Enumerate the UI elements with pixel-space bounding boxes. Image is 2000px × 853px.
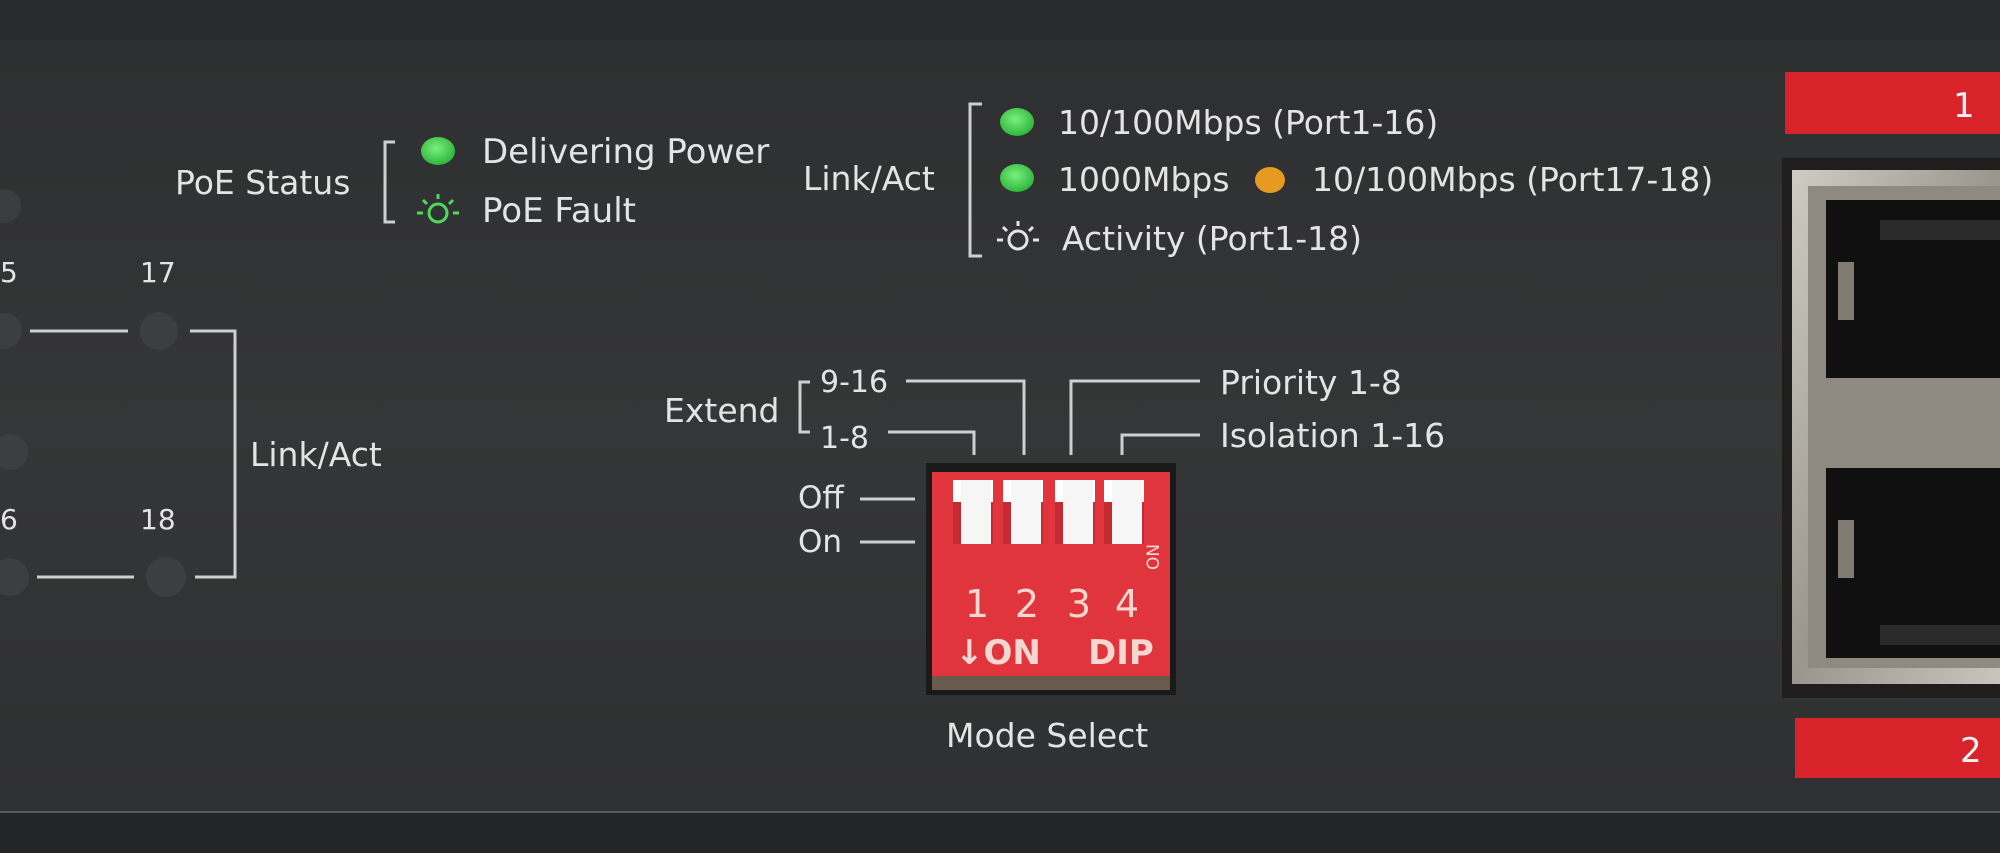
poe-status-title: PoE Status bbox=[175, 163, 350, 202]
link-row1-label: 10/100Mbps (Port1-16) bbox=[1058, 103, 1438, 142]
front-panel bbox=[0, 40, 2000, 812]
link-row2b-label: 10/100Mbps (Port17-18) bbox=[1312, 160, 1713, 199]
link-row2a-label: 1000Mbps bbox=[1058, 160, 1230, 199]
top-edge bbox=[0, 0, 2000, 42]
port-number-18: 18 bbox=[140, 503, 176, 536]
isolation-label: Isolation 1-16 bbox=[1220, 416, 1445, 455]
port-2-number: 2 bbox=[1960, 731, 1982, 771]
dip-side-on-label: ON bbox=[1144, 544, 1164, 570]
delivering-power-led-icon bbox=[421, 137, 455, 165]
extend-label: Extend bbox=[664, 391, 779, 430]
port-led-group: 5 17 6 18 Link/Act bbox=[0, 189, 382, 597]
port-led-17 bbox=[140, 312, 178, 350]
port-1-tag bbox=[1785, 72, 2000, 134]
bottom-edge bbox=[0, 812, 2000, 853]
dip-lever-2[interactable] bbox=[1003, 480, 1043, 544]
dip-lever-3[interactable] bbox=[1055, 480, 1095, 544]
port-led-6 bbox=[0, 558, 29, 596]
poe-fault-label: PoE Fault bbox=[482, 191, 636, 231]
link-row3-label: Activity (Port1-18) bbox=[1062, 219, 1362, 258]
dip-switch: 1 2 3 4 ↓ON DIP ON bbox=[926, 463, 1176, 695]
fast-ethernet-led-icon bbox=[1000, 108, 1034, 136]
dip-on-arrow-label: ↓ON bbox=[955, 633, 1041, 673]
port-number-6: 6 bbox=[0, 503, 18, 536]
port-1-number: 1 bbox=[1953, 86, 1975, 126]
dip-number-2: 2 bbox=[1015, 582, 1039, 626]
on-label: On bbox=[798, 524, 842, 560]
extend-9-16-label: 9-16 bbox=[820, 365, 888, 400]
mode-select-label: Mode Select bbox=[946, 716, 1148, 755]
uplink-orange-led-icon bbox=[1255, 167, 1285, 193]
port-led-18 bbox=[146, 557, 186, 597]
dip-lever-4[interactable] bbox=[1104, 480, 1144, 544]
dip-number-4: 4 bbox=[1115, 582, 1139, 626]
dip-lever-1[interactable] bbox=[953, 480, 993, 544]
priority-label: Priority 1-8 bbox=[1220, 363, 1402, 402]
off-label: Off bbox=[798, 480, 844, 516]
poe-status-legend: PoE Status Delivering Power PoE Fault bbox=[175, 132, 769, 231]
dip-text-label: DIP bbox=[1088, 633, 1154, 673]
dip-number-3: 3 bbox=[1067, 582, 1091, 626]
dip-number-1: 1 bbox=[965, 582, 989, 626]
gigabit-led-icon bbox=[1000, 164, 1034, 192]
link-act-title: Link/Act bbox=[803, 159, 935, 198]
port-number-17: 17 bbox=[140, 256, 176, 289]
port-led-middle bbox=[0, 434, 28, 470]
rj45-port-stack: 1 2 bbox=[1782, 72, 2000, 778]
port-2-tag bbox=[1795, 718, 2000, 778]
dip-label-group: Extend 9-16 1-8 Priority 1-8 Isolation 1… bbox=[664, 363, 1445, 755]
port-link-act-label: Link/Act bbox=[250, 435, 382, 474]
port-number-5: 5 bbox=[0, 256, 18, 289]
link-act-legend: Link/Act 10/100Mbps (Port1-16) 1000Mbps … bbox=[803, 102, 1713, 258]
port-led-5 bbox=[0, 313, 22, 349]
extend-1-8-label: 1-8 bbox=[820, 421, 869, 456]
delivering-power-label: Delivering Power bbox=[482, 132, 769, 172]
port-led-top bbox=[0, 189, 21, 223]
poe-fault-blink-icon bbox=[417, 194, 459, 224]
activity-blink-icon bbox=[997, 221, 1039, 251]
